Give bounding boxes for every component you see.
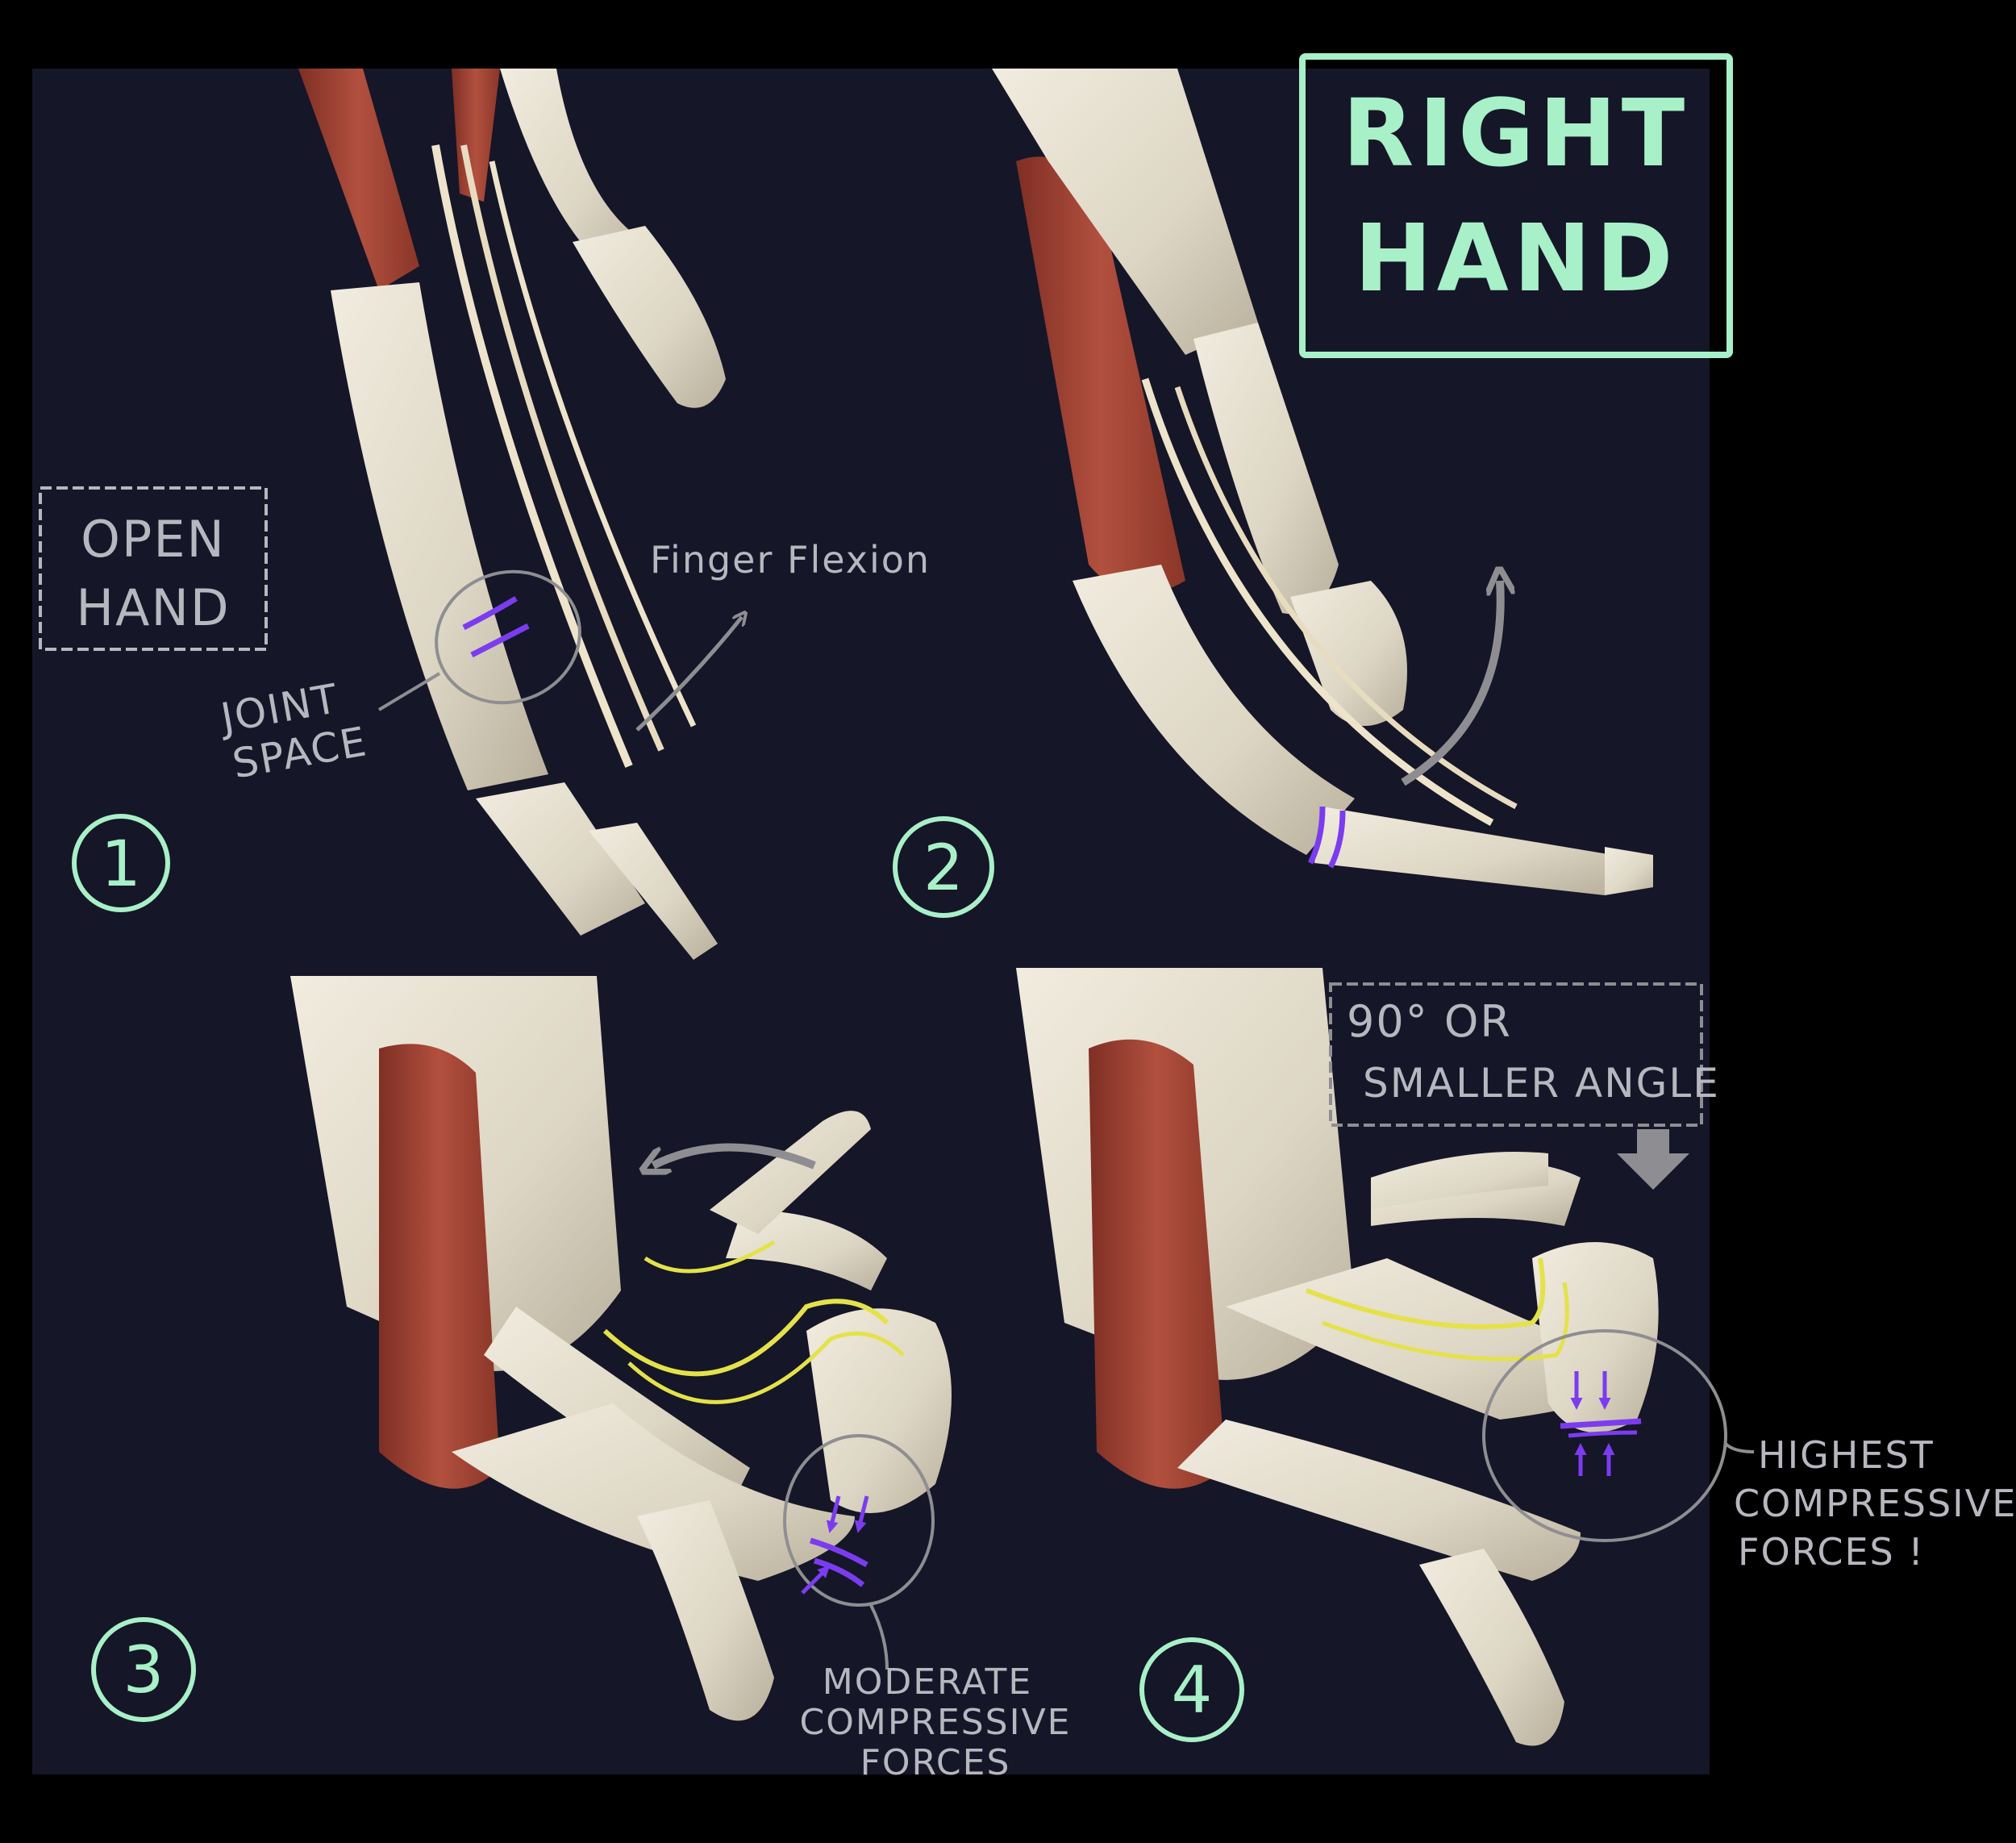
title-line-1: RIGHT [1343, 80, 1689, 188]
panel-number-1-circle [72, 814, 170, 912]
highest-leader [1724, 1442, 1755, 1453]
panel-3-thumb [637, 1500, 774, 1721]
panel-2-joint-mark-1 [1307, 806, 1326, 865]
title-box: RIGHT HAND [1299, 53, 1733, 358]
moderate-joint-mark-2 [814, 1557, 865, 1587]
highest-joint-mark-2 [1568, 1430, 1638, 1438]
panel-3-flexion-arrow [653, 1143, 816, 1166]
title-line-2: HAND [1355, 205, 1678, 313]
moderate-line-1: MODERATE [823, 1662, 1032, 1703]
panel-3-nerve-2 [627, 1331, 905, 1404]
finger-flexion-label: Finger Flexion [650, 538, 931, 582]
panel-1-thumb-bone [500, 69, 645, 274]
open-hand-line-2: HAND [76, 578, 230, 637]
panel-4-nerve [1305, 1257, 1546, 1329]
finger-flexion-arrow [635, 617, 742, 732]
highest-line-3: FORCES ! [1738, 1530, 1925, 1574]
panel-2-joint-mark-2 [1327, 810, 1346, 869]
highest-joint-circle [1482, 1329, 1727, 1542]
panel-number-4: 4 [1139, 1637, 1244, 1742]
panel-2-metacarpal [1073, 565, 1355, 855]
panel-1-muscle [298, 69, 419, 290]
panel-2-carpals [992, 69, 1258, 355]
panel-3-nerve-3 [644, 1240, 776, 1274]
panel-3-palm-bone [452, 1403, 855, 1581]
panel-4-flexed-finger [1532, 1242, 1659, 1432]
panel-3-illustration [290, 976, 952, 1721]
highest-joint-mark-1 [1560, 1418, 1642, 1429]
panel-3-finger-2 [726, 1210, 887, 1291]
panel-4-muscle [1089, 1039, 1226, 1489]
joint-space-leader [377, 672, 441, 711]
panel-number-2-circle [893, 816, 994, 918]
joint-space-mark-1 [462, 595, 518, 631]
panel-3-nerve [602, 1299, 889, 1377]
open-hand-label: OPEN HAND [39, 486, 268, 651]
moderate-arrow-up [801, 1565, 831, 1595]
title-box-border [1299, 53, 1733, 358]
moderate-arrow-down-1 [826, 1495, 841, 1533]
panel-2-tendon [1141, 377, 1494, 826]
moderate-line-3: FORCES [860, 1742, 1011, 1783]
panel-1-muscle-2 [452, 69, 500, 202]
open-hand-line-1: OPEN [81, 510, 226, 569]
highest-line-2: COMPRESSIVE [1734, 1482, 2016, 1525]
panel-4-thumb [1419, 1549, 1564, 1746]
panel-number-3: 3 [91, 1617, 196, 1722]
panel-1-tendon-2 [460, 144, 664, 752]
panel-1-tendon [431, 144, 633, 768]
panel-1-phalanx [476, 782, 645, 936]
panel-3-flexed-finger [806, 1308, 952, 1513]
panel-3-muscle [379, 1044, 500, 1489]
angle-note-line-2: SMALLER ANGLE [1363, 1060, 1720, 1107]
panel-2-phalanx [1314, 807, 1613, 895]
joint-space-circle [435, 569, 581, 705]
panel-1-thumb-tip [573, 226, 726, 408]
panel-2-thumb-tip [1290, 581, 1407, 726]
moderate-line-2: COMPRESSIVE [800, 1702, 1072, 1743]
panel-2-thumb-bone [1193, 323, 1339, 615]
panel-1-illustration [298, 69, 726, 960]
moderate-joint-circle [783, 1434, 935, 1607]
moderate-arrow-down-2 [854, 1495, 869, 1533]
panel-2-muscle [1016, 156, 1185, 594]
panel-2-illustration [992, 69, 1653, 895]
panel-2-flexion-arrow [1401, 581, 1501, 786]
panel-3-fingertip [710, 1111, 871, 1234]
panel-1-fingertip [589, 823, 718, 960]
highest-line-1: HIGHEST [1758, 1433, 1935, 1477]
panel-2-fingertip [1605, 847, 1653, 895]
panel-1-metacarpal [331, 282, 548, 790]
open-hand-label-box [39, 486, 268, 651]
panel-4-palm-bone [1177, 1420, 1581, 1581]
moderate-leader [869, 1604, 889, 1670]
angle-note-line-1: 90° OR [1347, 996, 1512, 1047]
panel-4-fingertip [1371, 1152, 1548, 1210]
panel-number-1: 1 [72, 814, 170, 912]
panel-number-2-text: 2 [923, 832, 964, 905]
panel-number-4-circle [1139, 1637, 1244, 1742]
panel-number-3-circle [91, 1617, 196, 1722]
panel-1-tendon-3 [489, 161, 697, 728]
joint-space-mark-2 [470, 623, 530, 658]
panel-number-3-text: 3 [123, 1632, 165, 1707]
angle-note-box [1329, 982, 1703, 1127]
panel-number-1-text: 1 [101, 828, 141, 901]
angle-pointer-arrow [1617, 1129, 1689, 1190]
panel-number-2: 2 [893, 816, 994, 918]
panel-2-tendon-2 [1174, 386, 1518, 810]
panel-4-illustration [1016, 968, 1659, 1746]
moderate-joint-mark-1 [810, 1537, 868, 1568]
panel-number-4-text: 4 [1172, 1653, 1213, 1728]
